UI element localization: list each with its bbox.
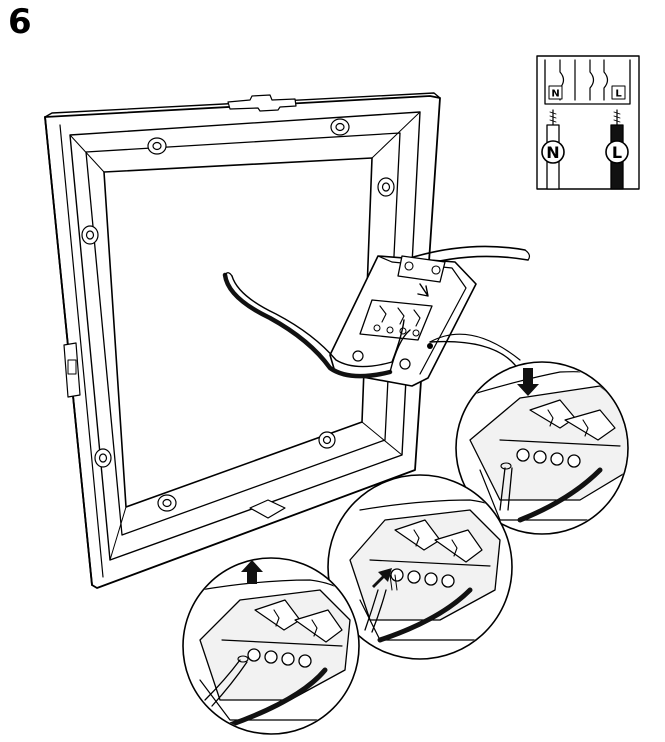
terminal-n-label: N — [548, 85, 563, 100]
live-wire-icon: L — [605, 109, 629, 190]
callout-pointer-edge — [429, 333, 521, 361]
terminal-l-text: L — [615, 89, 622, 100]
frame-screws — [81, 118, 395, 512]
lamp-cable — [222, 272, 411, 379]
terminal-n-text: N — [551, 89, 559, 100]
wire-l-text: L — [612, 143, 622, 162]
ceiling-frame — [44, 92, 441, 589]
push-down-arrow-icon — [517, 368, 539, 396]
neutral-wire-icon: N — [541, 109, 565, 190]
wire-n-text: N — [546, 143, 559, 162]
terminal-box — [329, 255, 477, 387]
pull-up-arrow-icon — [241, 560, 263, 584]
detail-insert-wire — [327, 474, 513, 660]
step-number: 6 — [8, 2, 32, 42]
wiring-legend: N L N L — [536, 55, 640, 190]
terminal-l-label: L — [611, 85, 626, 100]
detail-push-down — [455, 361, 629, 535]
detail-pull-up — [182, 557, 360, 735]
insert-arrow-icon — [372, 568, 392, 588]
callout-pointer — [429, 340, 521, 373]
